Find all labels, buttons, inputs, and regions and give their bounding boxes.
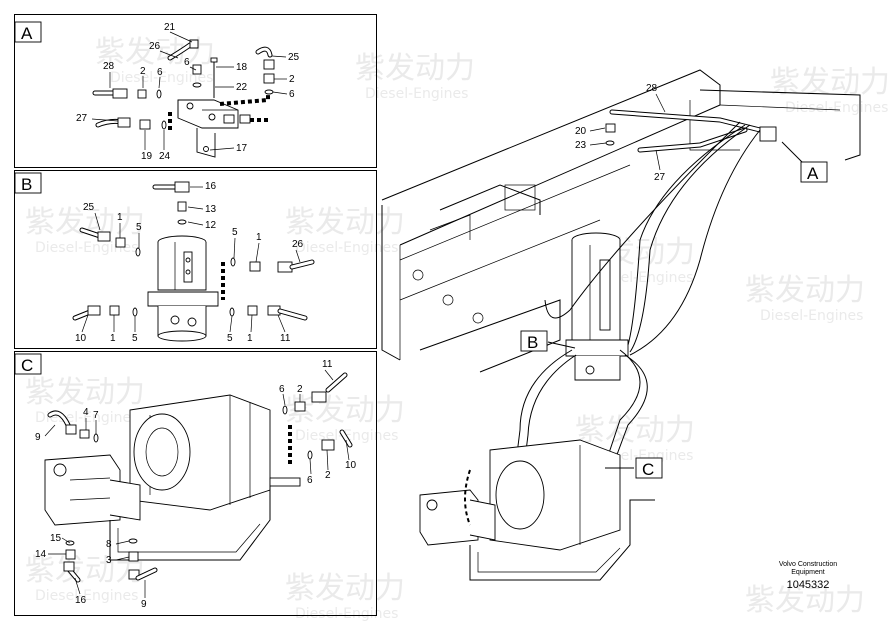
part-label: 11 xyxy=(322,359,333,370)
part-label: 22 xyxy=(236,82,248,93)
part-label: 25 xyxy=(288,52,300,63)
company-subtitle: Equipment xyxy=(791,569,825,576)
callout-b-leader xyxy=(547,341,576,349)
part-label: 12 xyxy=(205,220,217,231)
part-label: 10 xyxy=(75,333,87,344)
part-label: 4 xyxy=(83,407,89,418)
part-label: 26 xyxy=(149,41,161,52)
panel-b-letter: B xyxy=(21,175,32,194)
callout-b: B xyxy=(527,333,538,352)
part-label: 27 xyxy=(76,113,88,124)
panel-c-frame xyxy=(14,351,377,616)
part-label: 2 xyxy=(289,74,295,85)
panel-a-frame xyxy=(14,14,377,168)
part-label: 20 xyxy=(575,126,587,137)
part-label: 24 xyxy=(159,151,171,162)
part-label: 2 xyxy=(325,470,331,481)
part-label: 6 xyxy=(289,89,295,100)
panel-c-drawing xyxy=(44,372,353,583)
watermark-cn: 紫发动力 xyxy=(25,553,145,588)
part-label: 17 xyxy=(236,143,248,154)
callout-b-box xyxy=(520,330,548,352)
panel-a-labels: 21 26 6 25 28 2 6 18 2 6 22 27 19 24 17 xyxy=(76,22,300,162)
part-label: 6 xyxy=(184,57,190,68)
part-label: 2 xyxy=(297,384,303,395)
company-name: Volvo Construction xyxy=(779,561,837,568)
watermark-cn: 紫发动力 xyxy=(285,205,405,240)
panel-b-frame xyxy=(14,170,377,349)
panel-c-labels: 11 6 2 9 4 7 10 6 2 15 14 8 3 16 9 xyxy=(35,359,357,610)
leader-lines xyxy=(44,31,666,598)
panel-b-drawing xyxy=(72,181,315,342)
part-label: 10 xyxy=(345,460,357,471)
watermark-en: Diesel-Engines xyxy=(785,100,888,116)
callout-a: A xyxy=(807,164,819,183)
part-label: 18 xyxy=(236,62,248,73)
watermark-cn: 紫发动力 xyxy=(285,571,405,606)
panel-a-letter: A xyxy=(21,24,33,43)
part-label: 26 xyxy=(292,239,304,250)
part-label: 2 xyxy=(140,66,146,77)
part-label: 6 xyxy=(279,384,285,395)
part-label: 5 xyxy=(227,333,233,344)
part-label: 1 xyxy=(247,333,253,344)
watermark-en: Diesel-Engines xyxy=(110,70,213,86)
part-label: 1 xyxy=(110,333,116,344)
panel-b-tag xyxy=(14,172,42,194)
part-label: 15 xyxy=(50,533,62,544)
drawing-number: 1045332 xyxy=(787,579,830,591)
watermark-en: Diesel-Engines xyxy=(295,606,398,622)
part-label: 6 xyxy=(307,475,313,486)
part-label: 5 xyxy=(136,222,142,233)
part-label: 5 xyxy=(232,227,238,238)
part-label: 28 xyxy=(646,83,658,94)
callout-c: C xyxy=(642,460,654,479)
part-label: 23 xyxy=(575,140,587,151)
watermark-cn: 紫发动力 xyxy=(745,273,865,308)
part-label: 1 xyxy=(117,212,123,223)
part-label: 19 xyxy=(141,151,153,162)
panel-a-tag xyxy=(14,21,42,43)
part-label: 11 xyxy=(280,333,291,344)
panel-a-drawing xyxy=(92,39,275,158)
part-label: 3 xyxy=(106,555,112,566)
watermark-en: Diesel-Engines xyxy=(35,588,138,604)
part-label: 13 xyxy=(205,204,217,215)
watermark-cn: 紫发动力 xyxy=(745,583,865,618)
part-label: 9 xyxy=(35,432,41,443)
watermark-en: Diesel-Engines xyxy=(760,308,863,324)
part-label: 28 xyxy=(103,61,115,72)
part-label: 27 xyxy=(654,172,666,183)
watermark-en: Diesel-Engines xyxy=(295,240,398,256)
part-label: 16 xyxy=(75,595,87,606)
watermark-cn: 紫发动力 xyxy=(25,205,145,240)
panel-c-letter: C xyxy=(21,356,33,375)
part-label: 16 xyxy=(205,181,217,192)
watermark-cn: 紫发动力 xyxy=(575,413,695,448)
watermark-cn: 紫发动力 xyxy=(355,51,475,86)
part-label: 9 xyxy=(141,599,147,610)
part-label: 6 xyxy=(157,67,163,78)
watermark-cn: 紫发动力 xyxy=(25,375,145,410)
part-label: 1 xyxy=(256,232,262,243)
part-label: 7 xyxy=(93,410,99,421)
part-label: 14 xyxy=(35,549,47,560)
part-label: 21 xyxy=(164,22,176,33)
callout-a-box xyxy=(800,161,828,183)
part-label: 5 xyxy=(132,333,138,344)
watermark-cn: 紫发动力 xyxy=(770,65,890,100)
panel-c-tag xyxy=(14,353,42,375)
main-view-labels: 28 20 23 27 xyxy=(575,83,666,183)
callout-c-box xyxy=(635,457,663,479)
main-view-drawing xyxy=(381,69,861,581)
part-label: 25 xyxy=(83,202,95,213)
part-label: 8 xyxy=(106,539,112,550)
panel-b-labels: 16 13 12 25 1 5 5 1 26 10 1 5 5 1 11 xyxy=(75,181,304,344)
watermark-en: Diesel-Engines xyxy=(365,86,468,102)
watermark-en: Diesel-Engines xyxy=(35,240,138,256)
